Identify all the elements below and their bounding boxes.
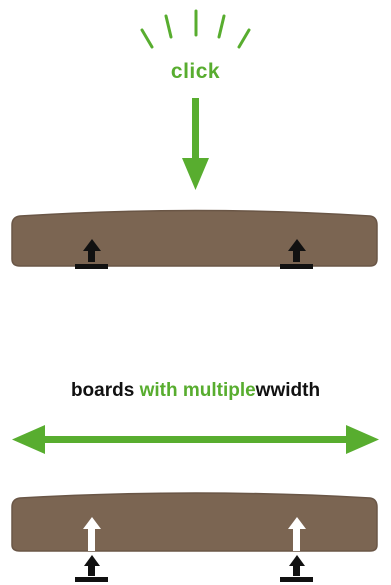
width-double-arrow-icon [12, 425, 379, 454]
deck-board-top [11, 209, 378, 267]
click-burst-icon [140, 9, 251, 49]
hidden-clip-right-bottom [280, 517, 313, 582]
caption-part-multiple: with multiple [139, 380, 256, 401]
hidden-clip-left-top [75, 239, 108, 269]
hidden-clip-left-bottom [75, 517, 108, 582]
caption-part-boards: boards [70, 380, 140, 401]
caption-part-width: wwidth [255, 380, 321, 401]
deck-board-bottom [11, 492, 378, 552]
click-label: click [170, 60, 221, 83]
down-arrow-icon [182, 98, 209, 190]
width-caption: boards with multiplewwidth [0, 380, 391, 402]
hidden-clip-right-top [280, 239, 313, 269]
